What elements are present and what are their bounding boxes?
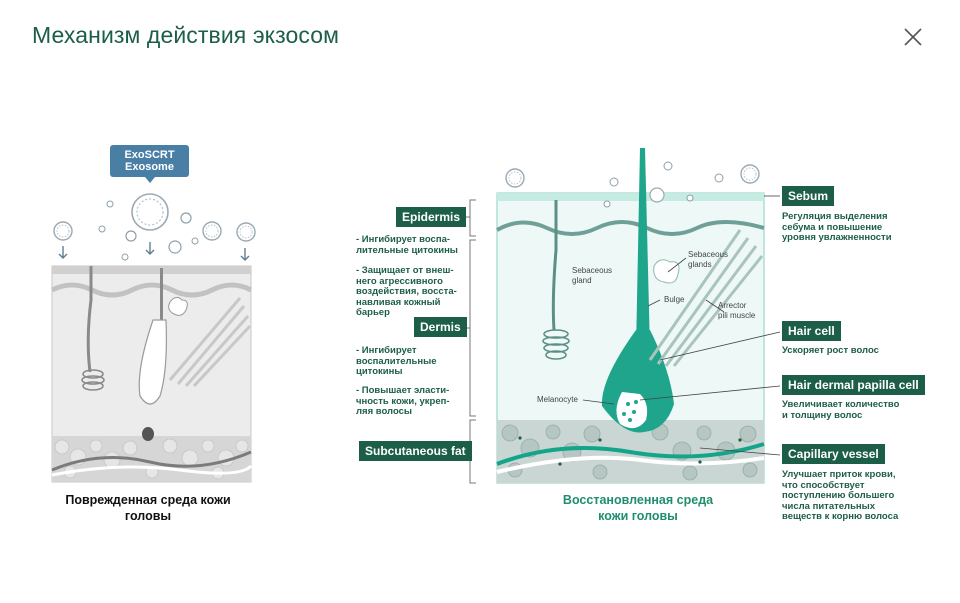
callout-desc-line: Увеличивает количество [782, 399, 900, 410]
callout-desc-line: числа питательных [782, 500, 876, 512]
bullet-line: лительные цитокины [356, 244, 458, 256]
label-bulge: Bulge [664, 295, 685, 304]
callout-desc-line: что способствует [782, 479, 865, 491]
right-caption-line-1: Восстановленная среда [562, 493, 714, 507]
exosome-particles-right [505, 161, 760, 208]
callout-desc-line: и толщину волос [782, 409, 863, 421]
callout-desc-hair-cell: Ускоряет рост волос [782, 345, 922, 357]
layer-tag-subcutaneous: Subcutaneous fat [359, 441, 472, 461]
bullet-line: - Ингибирует воспа- [356, 234, 451, 245]
callout-desc-capillary: Улучшает приток крови, что способствует … [782, 469, 922, 523]
bubble-line-2: Exosome [125, 161, 174, 173]
bullet-line: воспалительные [356, 355, 437, 367]
damaged-skin-illustration [50, 265, 253, 483]
label-line: Arrector [718, 301, 747, 310]
callout-desc-line: Регуляция выделения [782, 211, 888, 222]
callout-desc-papilla: Увеличивает количество и толщину волос [782, 399, 922, 421]
callout-lines [582, 195, 781, 456]
label-line: pili muscle [718, 311, 756, 320]
bullet-2: - Защищает от внеш- него агрессивного во… [356, 265, 466, 319]
bullet-line: навливая кожный [356, 296, 441, 308]
callout-desc-line: себума и повышение [782, 221, 883, 233]
close-icon[interactable] [900, 24, 926, 50]
left-caption: Поврежденная среда кожи головы [65, 493, 231, 523]
exosome-particles-left [53, 193, 256, 261]
label-arrector: Arrector pili muscle [718, 301, 755, 321]
bullet-line: цитокины [356, 366, 403, 377]
label-line: Sebaceous [688, 250, 729, 259]
bullet-1: - Ингибирует воспа- лительные цитокины [356, 234, 466, 256]
callout-desc-line: Ускоряет рост волос [782, 345, 879, 356]
label-melanocyte: Melanocyte [537, 395, 578, 404]
label-line: glands [688, 260, 712, 269]
bullet-line: чность кожи, укреп- [356, 395, 450, 407]
bullet-line: - Повышает эласти- [356, 385, 450, 396]
label-line: Sebaceous [572, 266, 613, 275]
restored-skin-illustration [496, 148, 765, 484]
bubble-line-1: ExoSCRT [124, 149, 175, 161]
right-caption-line-2: кожи головы [598, 509, 678, 523]
callout-desc-line: поступлению большего [782, 490, 895, 501]
exoscrt-bubble [110, 145, 189, 183]
callout-tag-papilla: Hair dermal papilla cell [782, 375, 925, 395]
bullet-line: воздействия, восста- [356, 286, 457, 297]
callout-desc-sebum: Регуляция выделения себума и повышение у… [782, 211, 922, 244]
bullet-line: ляя волосы [356, 406, 413, 417]
bullet-4: - Повышает эласти- чность кожи, укреп- л… [356, 385, 466, 418]
callout-tag-hair-cell: Hair cell [782, 321, 841, 341]
label-sebaceous-gland: Sebaceous gland [572, 266, 612, 286]
layer-tag-epidermis: Epidermis [396, 207, 467, 227]
page-title: Механизм действия экзосом [32, 22, 340, 48]
layer-tag-dermis: Dermis [414, 317, 467, 337]
label-sebaceous-glands: Sebaceous glands [688, 250, 728, 270]
label-line: gland [572, 276, 592, 285]
bullet-line: него агрессивного [356, 275, 443, 287]
bullet-line: - Защищает от внеш- [356, 265, 454, 276]
callout-desc-line: веществ к корню волоса [782, 511, 899, 522]
callout-desc-line: уровня увлажненности [782, 232, 892, 243]
callout-tag-sebum: Sebum [782, 186, 835, 206]
bullet-line: - Ингибирует [356, 345, 417, 356]
right-caption: Восстановленная среда кожи головы [548, 492, 728, 524]
callout-desc-line: Улучшает приток крови, [782, 469, 896, 480]
callout-tag-capillary: Capillary vessel [782, 444, 885, 464]
exoscrt-bubble-label: ExoSCRT Exosome [110, 149, 189, 173]
bullet-line: барьер [356, 307, 390, 318]
bullet-3: - Ингибирует воспалительные цитокины [356, 345, 466, 378]
